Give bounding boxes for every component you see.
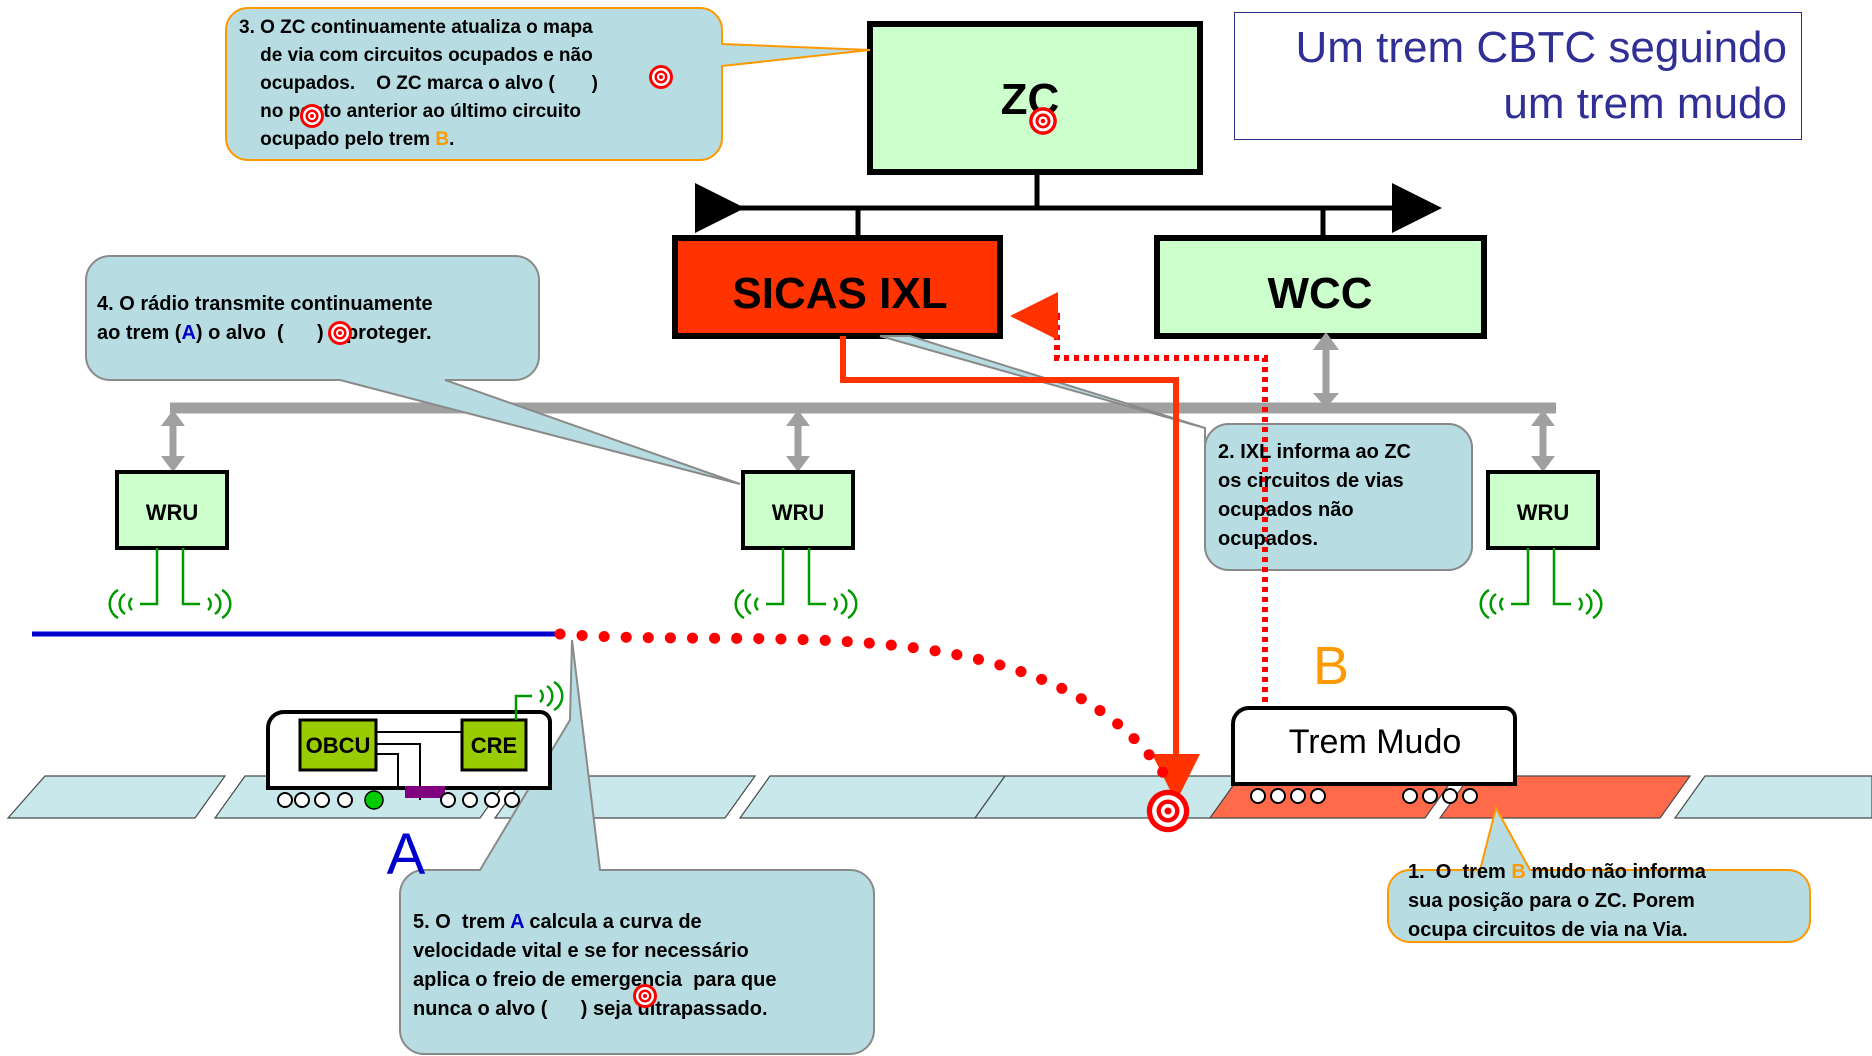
- callout-2-text: 2. IXL informa ao ZC os circuitos de via…: [1218, 441, 1411, 550]
- wru-label-right: WRU: [1517, 500, 1570, 525]
- zc-box: [867, 21, 1203, 175]
- braking-curve: [554, 628, 1174, 786]
- wcc-label: WCC: [1267, 269, 1372, 318]
- bidirectional-arrow-icon: [1313, 332, 1339, 408]
- trem-mudo-label: Trem Mudo: [1289, 723, 1462, 761]
- ixl-to-target-line: [840, 336, 1200, 802]
- wru-box-mid: [741, 470, 855, 550]
- obcu-box: [298, 718, 378, 772]
- callout-2: [879, 335, 1473, 571]
- train-b-letter: B: [1313, 636, 1349, 696]
- train-b-to-ixl-dotted: [1010, 292, 1268, 712]
- diagram-title-line-2: um trem mudo: [1503, 79, 1787, 128]
- obcu-sensor: [364, 790, 384, 810]
- callout-3: [225, 7, 871, 161]
- wru-box-left: [115, 470, 229, 550]
- track-segment-1: [6, 775, 227, 819]
- train-b: [1230, 706, 1517, 804]
- radio-wave-icon: [734, 548, 858, 620]
- bidirectional-arrow-icon: [786, 410, 810, 472]
- cre-box: [460, 718, 528, 772]
- bidirectional-arrow-icon: [161, 410, 185, 472]
- track-segment-6: [1673, 775, 1872, 819]
- train-a: [265, 680, 564, 810]
- callout-1: [1387, 805, 1811, 943]
- target-icon: [327, 320, 353, 346]
- track-segment-4: [738, 775, 1007, 819]
- target-icon: [1146, 789, 1190, 833]
- diagram-title-line-1: Um trem CBTC seguindo: [1295, 23, 1787, 72]
- wru-box-right: [1486, 470, 1600, 550]
- callout-5-text: 5. O trem A calcula a curva de velocidad…: [413, 911, 777, 1020]
- sicas-ixl-label: SICAS IXL: [732, 269, 947, 318]
- callout-1-text: 1. O trem B mudo não informa sua posição…: [1408, 861, 1706, 941]
- callout-3-text: 3. O ZC continuamente atualiza o mapa de…: [239, 17, 598, 150]
- bidirectional-arrow-icon: [1531, 410, 1555, 472]
- radio-wave-icon: [108, 548, 232, 620]
- train-a-letter: A: [387, 822, 426, 887]
- callout-5: [399, 639, 875, 1055]
- callout-4: [85, 255, 741, 485]
- radio-wave-icon: [514, 680, 564, 720]
- wru-label-mid: WRU: [772, 500, 825, 525]
- track-segment-5: [973, 775, 1242, 819]
- callout-4-text: 4. O rádio transmite continuamente ao tr…: [97, 293, 433, 344]
- diagram-title-box: Um trem CBTC seguindo um trem mudo: [1234, 12, 1802, 140]
- target-icon: [299, 103, 325, 129]
- wcc-box: [1154, 235, 1487, 339]
- sicas-ixl-box: [672, 235, 1003, 339]
- wru-label-left: WRU: [146, 500, 199, 525]
- cre-label: CRE: [471, 733, 517, 758]
- target-icon: [1029, 107, 1057, 135]
- radio-wave-icon: [1479, 548, 1603, 620]
- obcu-label: OBCU: [306, 733, 371, 758]
- target-icon: [632, 983, 658, 1009]
- target-icon: [648, 64, 674, 90]
